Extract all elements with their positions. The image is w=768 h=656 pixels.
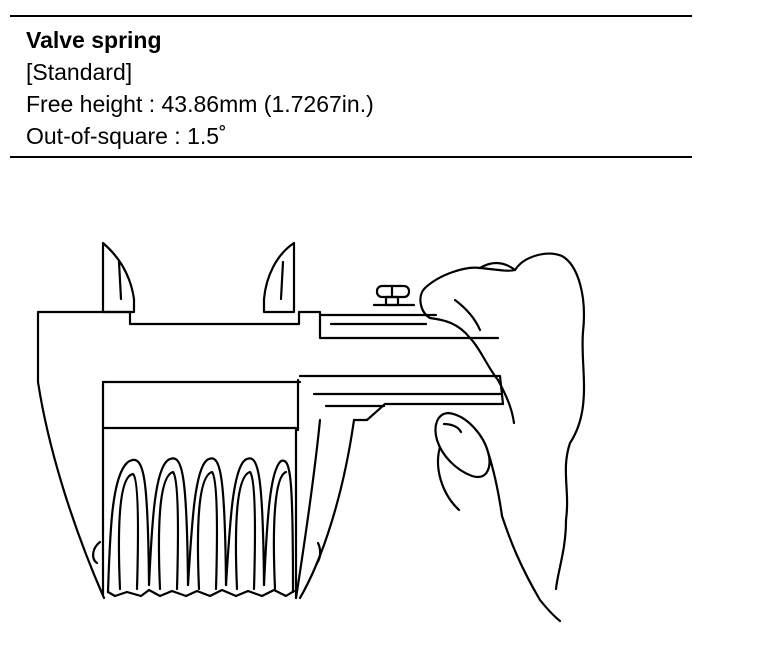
spec-box: Valve spring [Standard] Free height : 43… [10, 15, 692, 158]
valve-spring-coils [92, 457, 296, 598]
spec-free-height: Free height : 43.86mm (1.7267in.) [26, 91, 374, 117]
caliper-thumb-screw [372, 284, 416, 307]
spec-title: Valve spring [26, 27, 162, 53]
caliper-sliding-jaw [294, 374, 505, 600]
spec-out-of-square: Out-of-square : 1.5˚ [26, 123, 227, 149]
caliper-body [36, 310, 500, 600]
spec-standard-label: [Standard] [26, 59, 133, 85]
hand-holding-caliper [419, 252, 586, 623]
caliper-upper-jaws [101, 241, 296, 314]
